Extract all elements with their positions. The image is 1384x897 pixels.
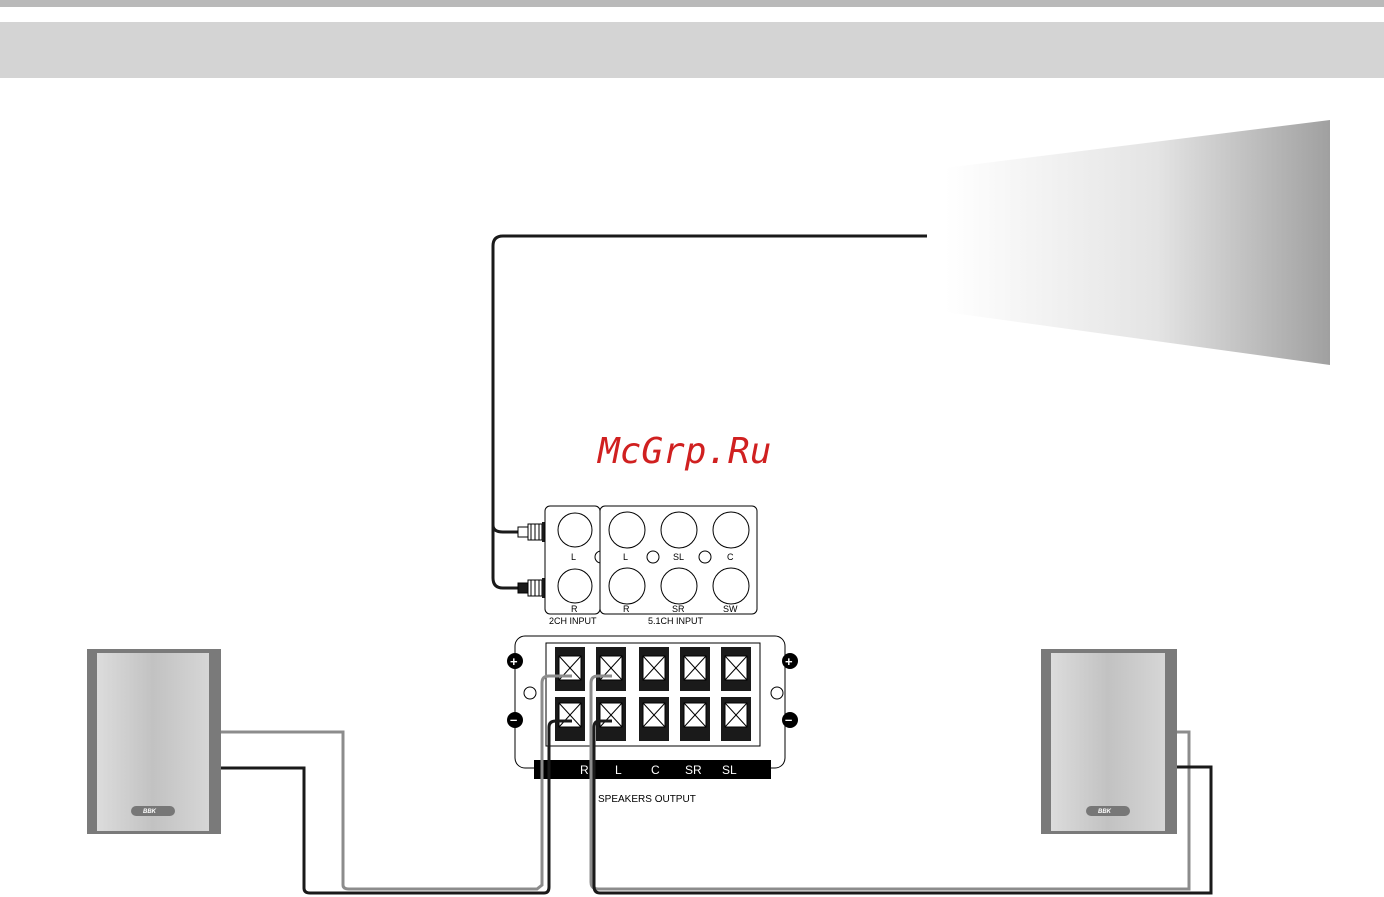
channel-label-l: L [615, 763, 622, 777]
channel-label-sr: SR [685, 763, 702, 777]
jack-label-51-sw: SW [723, 604, 738, 614]
minus-sign-left: – [510, 712, 517, 727]
terminal-c-plus [639, 647, 669, 691]
terminal-r-minus [555, 697, 585, 741]
jack-label-51-sl: SL [673, 552, 684, 562]
channel-label-sl: SL [722, 763, 737, 777]
audio-source-device [945, 120, 1330, 365]
five-one-ch-input-caption: 5.1CH INPUT [648, 616, 704, 626]
terminal-sl-minus [721, 697, 751, 741]
jack-label-51-l: L [623, 552, 628, 562]
right-speaker [1041, 649, 1177, 834]
left-speaker [87, 649, 221, 834]
channel-label-r: R [580, 763, 589, 777]
watermark-text: McGrp.Ru [596, 431, 771, 472]
terminal-c-minus [639, 697, 669, 741]
terminal-l-minus [596, 697, 626, 741]
jack-label-51-r: R [623, 604, 630, 614]
jack-label-2ch-r: R [571, 604, 578, 614]
terminal-sl-plus [721, 647, 751, 691]
left-speaker-brand: BBK [143, 809, 157, 815]
two-ch-input-caption: 2CH INPUT [549, 616, 597, 626]
minus-sign-right: – [785, 712, 792, 727]
rca-input-cable [493, 236, 927, 532]
terminal-l-plus [596, 647, 626, 691]
speakers-output-caption: SPEAKERS OUTPUT [598, 794, 696, 805]
channel-label-c: C [651, 763, 660, 777]
plus-sign-left: + [510, 654, 518, 669]
jack-label-51-c: C [727, 552, 734, 562]
jack-label-2ch-l: L [571, 552, 576, 562]
terminal-sr-minus [680, 697, 710, 741]
jack-label-51-sr: SR [672, 604, 685, 614]
terminal-r-plus [555, 647, 585, 691]
right-speaker-brand: BBK [1098, 809, 1112, 815]
terminal-sr-plus [680, 647, 710, 691]
plus-sign-right: + [785, 654, 793, 669]
